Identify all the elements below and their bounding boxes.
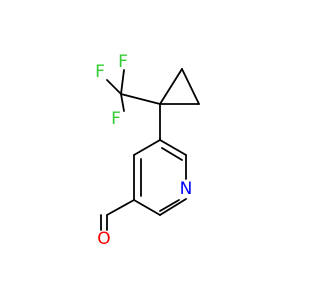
bond-pyridine-n-c2-double xyxy=(159,199,180,212)
bond-cf3-cyclopropyl xyxy=(120,93,161,105)
bond-pyridine-c5-c6-double xyxy=(161,147,183,161)
bond-pyridine-n-c2 xyxy=(159,198,187,216)
bond-cf3-f-bottom xyxy=(120,93,125,112)
atom-label-f-bottom: F xyxy=(111,109,121,129)
bond-pyridine-c5-c6 xyxy=(159,139,187,156)
bond-cyclopropyl-2 xyxy=(181,68,200,105)
atom-label-o: O xyxy=(97,229,110,249)
bond-pyridine-c2-c3 xyxy=(133,199,161,216)
bond-cyclopropyl-1 xyxy=(159,68,183,105)
bond-cf3-f-top xyxy=(120,69,125,95)
atom-label-f-top: F xyxy=(118,52,128,72)
atom-label-f-left: F xyxy=(95,62,105,82)
bond-pyridine-c4-c5 xyxy=(133,139,161,156)
molecule-structure-diagram: F F F N O xyxy=(95,52,200,249)
bond-ring-cho xyxy=(106,199,135,216)
atom-label-n: N xyxy=(180,179,193,199)
bond-cf3-f-left xyxy=(106,79,122,95)
